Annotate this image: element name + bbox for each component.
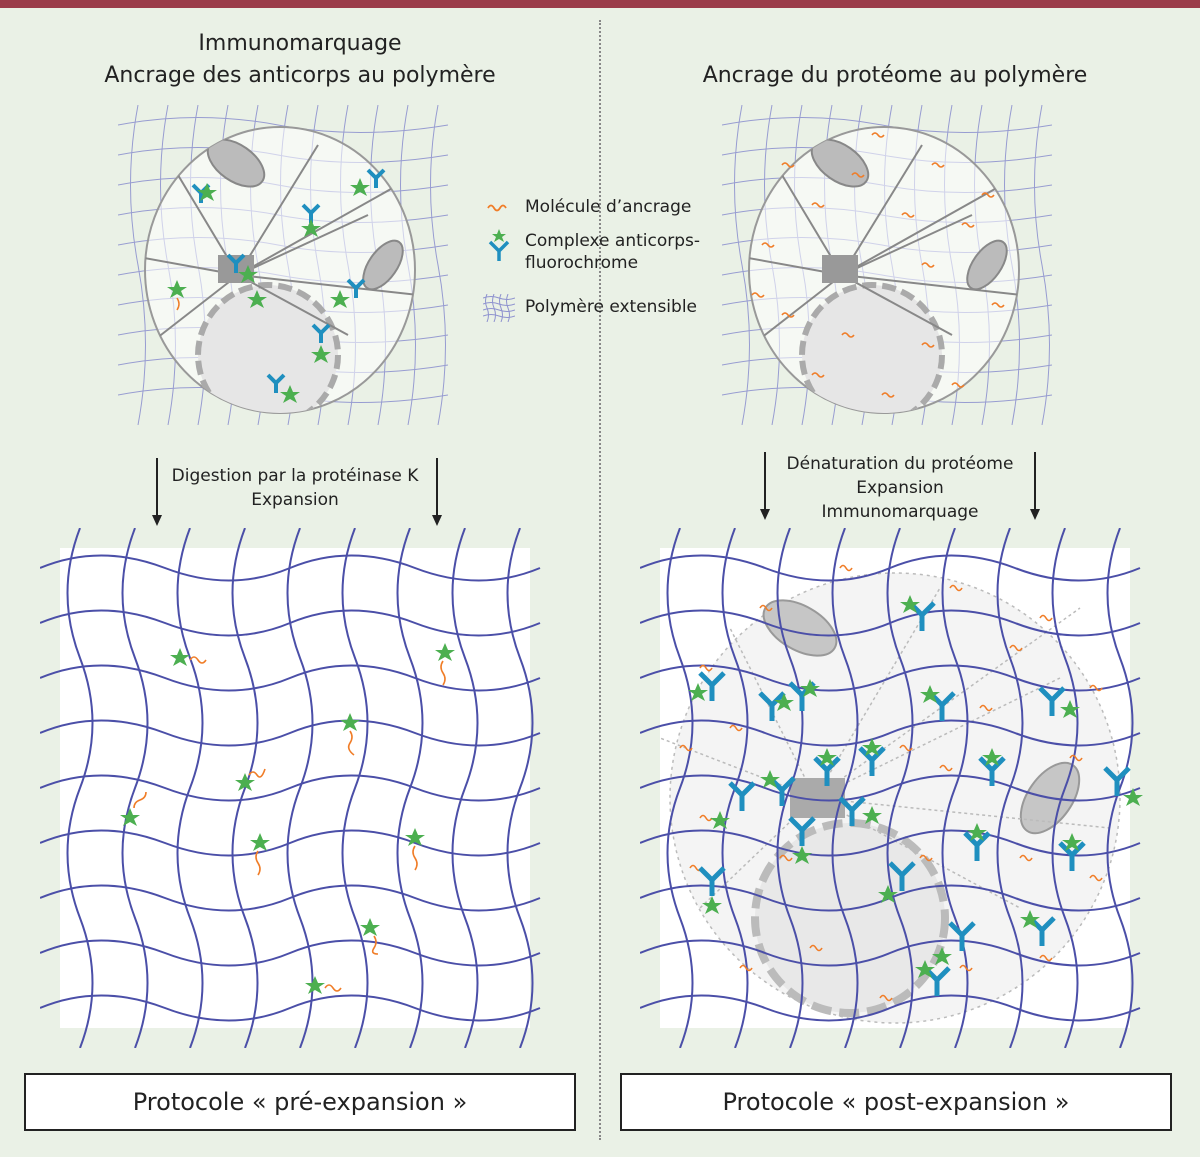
anchor-molecule-icon [487,204,507,212]
right-arrow-1 [760,452,770,520]
left-arrow-2 [432,458,442,526]
left-step-line2: Expansion [251,490,339,510]
left-title: Immunomarquage Ancrage des anticorps au … [60,28,540,92]
left-title-line1: Immunomarquage [198,31,402,56]
legend-complex-line2: fluorochrome [525,253,639,273]
left-gel-mesh [40,528,541,1048]
right-gel-nucleus [751,819,949,1017]
left-step-label: Digestion par la protéinase K Expansion [160,464,430,512]
antibody-fluorochrome-icon [488,229,510,261]
left-title-line2: Ancrage des anticorps au polymère [104,63,496,88]
right-protocol-box: Protocole « post-expansion » [620,1073,1172,1131]
right-protocol-label: Protocole « post-expansion » [722,1088,1070,1116]
right-nucleus [799,282,945,413]
legend-complex-label: Complexe anticorps- fluorochrome [525,230,700,274]
right-step-line1: Dénaturation du protéome [786,454,1014,474]
left-arrow-1 [152,458,162,526]
right-title-line1: Ancrage du protéome au polymère [702,63,1088,88]
right-step-line2: Expansion [856,478,944,498]
right-cell-illustration [722,105,1052,425]
left-gel-fluorochromes [120,643,455,994]
left-protocol-box: Protocole « pré-expansion » [24,1073,576,1131]
left-expanded-gel [40,528,541,1048]
legend-anchor-label: Molécule d’ancrage [525,197,692,217]
right-step-line3: Immunomarquage [821,502,979,522]
left-nucleus [195,282,341,413]
right-gel-anchors [679,564,1103,1002]
polymer-mesh-icon [483,294,515,322]
left-cell-complexes [167,168,386,403]
left-cell-illustration [118,105,448,425]
right-arrow-2 [1030,452,1040,520]
right-cell-anchors [751,132,1005,398]
right-mitochondrion-2 [966,239,1008,291]
legend-polymer-label: Polymère extensible [525,297,698,317]
right-centrosome [822,255,858,283]
right-gel-complexes [688,595,1143,996]
left-mitochondrion-2 [362,239,404,291]
right-step-label: Dénaturation du protéome Expansion Immun… [770,452,1030,524]
left-step-line1: Digestion par la protéinase K [171,466,419,486]
left-protocol-label: Protocole « pré-expansion » [132,1088,468,1116]
top-accent-bar [0,0,1200,8]
right-title: Ancrage du protéome au polymère [650,60,1140,92]
legend-complex-line1: Complexe anticorps- [525,231,701,251]
right-expanded-gel [640,528,1143,1048]
panel-divider [599,20,601,1140]
